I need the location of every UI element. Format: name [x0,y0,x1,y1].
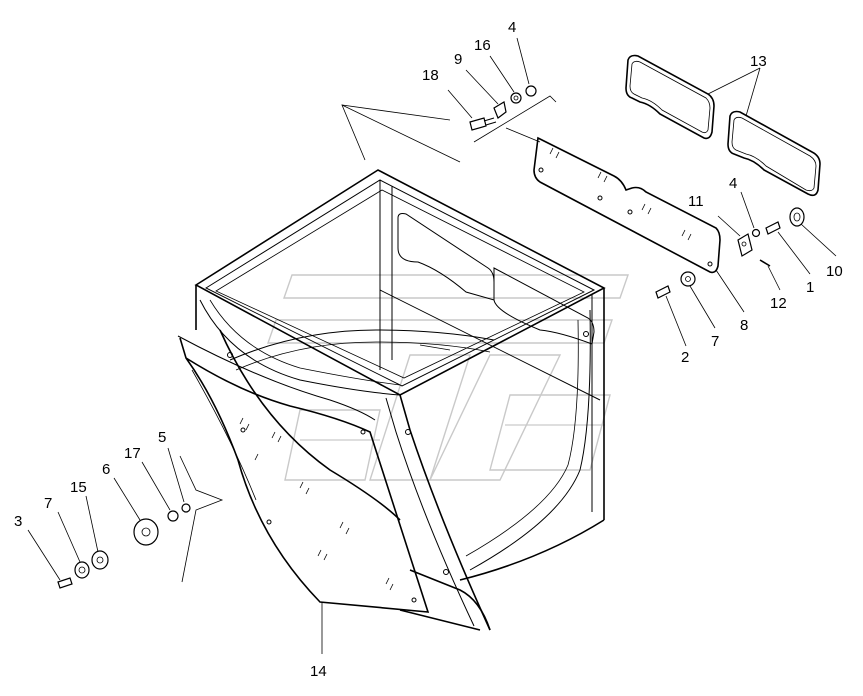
callout-4-top: 4 [508,19,516,36]
watermark-logo [267,274,629,481]
door-glass-panel [177,335,430,613]
callout-14: 14 [310,663,327,680]
callout-1: 1 [806,279,814,296]
callout-10: 10 [826,263,843,280]
callouts: 18 9 16 4 13 4 11 10 1 12 8 7 2 14 3 7 1… [14,19,843,680]
callout-3: 3 [14,513,22,530]
callout-6: 6 [102,461,110,478]
callout-9: 9 [454,51,462,68]
callout-2: 2 [681,349,689,366]
leader-lines [27,37,837,654]
callout-4-right: 4 [729,175,737,192]
callout-8: 8 [740,317,748,334]
callout-12: 12 [770,295,787,312]
rear-window-glass [533,136,721,274]
callout-13: 13 [750,53,767,70]
callout-5: 5 [158,429,166,446]
hardware-parts [57,85,805,589]
callout-16: 16 [474,37,491,54]
callout-7-right: 7 [711,333,719,350]
callout-15: 15 [70,479,87,496]
callout-11: 11 [688,193,704,210]
callout-17: 17 [124,445,141,462]
cab-frame [194,169,606,631]
callout-7-left: 7 [44,495,52,512]
callout-18: 18 [422,67,439,84]
window-seals [625,54,821,197]
